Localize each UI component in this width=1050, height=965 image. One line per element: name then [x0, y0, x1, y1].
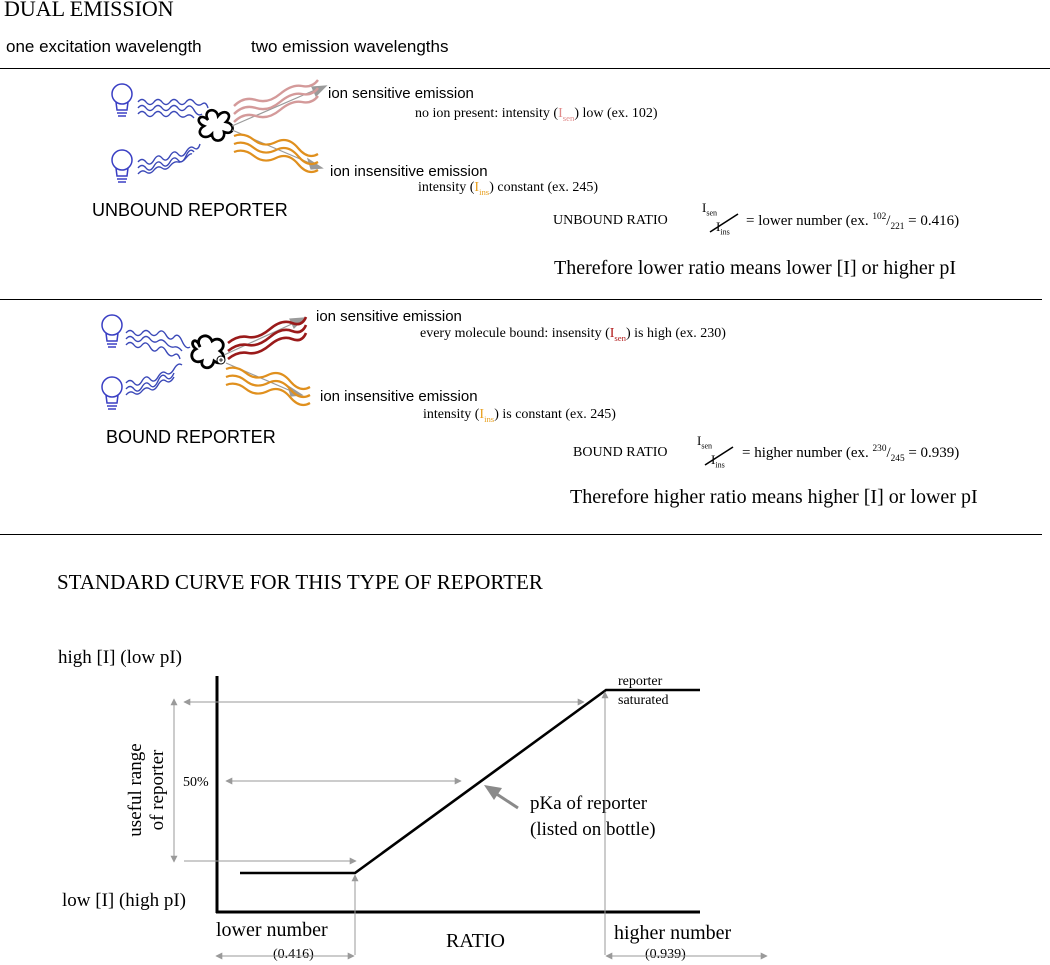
insensitive-emission-wave-icon — [225, 366, 311, 407]
divider-bottom — [0, 534, 1042, 535]
ratio-denominator: Iins — [716, 219, 730, 237]
useful-range-label: useful range of reporter — [125, 743, 168, 837]
divider-top — [0, 68, 1050, 69]
reporter-molecule-icon — [197, 108, 234, 142]
excitation-wave-icon — [125, 329, 191, 396]
bound-sensitive-label: ion sensitive emission — [316, 308, 462, 325]
emission-label: two emission wavelengths — [251, 37, 449, 56]
bound-caption: BOUND REPORTER — [106, 427, 276, 447]
x-high-value: (0.939) — [645, 947, 686, 962]
sensitive-emission-wave-icon — [227, 316, 308, 361]
y-axis-high-label: high [I] (low pI) — [58, 647, 182, 668]
unbound-insensitive-desc: intensity (Iins) constant (ex. 245) — [418, 180, 599, 197]
reporter-molecule-icon — [190, 334, 226, 370]
bound-sensitive-desc: every molecule bound: insensity (Isen) i… — [420, 326, 726, 343]
unbound-sensitive-desc: no ion present: intensity (Isen) low (ex… — [415, 106, 658, 123]
fifty-percent-label: 50% — [183, 775, 209, 790]
bound-ratio-fraction: Isen Iins — [697, 433, 737, 473]
lightbulb-icon — [111, 149, 133, 183]
standard-curve-line — [240, 688, 700, 875]
arrow-head-icon — [484, 785, 502, 800]
bound-conclusion: Therefore higher ratio means higher [I] … — [570, 486, 978, 508]
lightbulb-icon — [101, 376, 123, 410]
x-axis-label: RATIO — [446, 930, 505, 952]
bound-insensitive-desc: intensity (Iins) is constant (ex. 245) — [423, 407, 616, 424]
bound-insensitive-label: ion insensitive emission — [320, 388, 478, 405]
unbound-ratio-value: = lower number (ex. 102/221 = 0.416) — [746, 212, 960, 232]
unbound-caption: UNBOUND REPORTER — [92, 200, 288, 220]
saturated-label: reporter saturated — [618, 674, 669, 708]
divider-middle — [0, 299, 1042, 300]
x-high-label: higher number — [614, 922, 732, 944]
unbound-ratio-label: UNBOUND RATIO — [553, 213, 668, 228]
bound-ratio-label: BOUND RATIO — [573, 445, 668, 460]
unbound-insensitive-label: ion insensitive emission — [330, 163, 488, 180]
unbound-sensitive-label: ion sensitive emission — [328, 85, 474, 102]
ratio-numerator: Isen — [702, 200, 718, 218]
x-low-label: lower number — [216, 919, 328, 941]
unbound-conclusion: Therefore lower ratio means lower [I] or… — [554, 257, 957, 279]
pka-label: pKa of reporter (listed on bottle) — [530, 793, 656, 840]
curve-title: STANDARD CURVE FOR THIS TYPE OF REPORTER — [57, 570, 543, 594]
y-axis-low-label: low [I] (high pI) — [62, 890, 186, 911]
sensitive-emission-wave-icon — [233, 79, 319, 123]
lightbulb-icon — [111, 83, 133, 117]
ratio-denominator: Iins — [711, 452, 725, 470]
page-title: DUAL EMISSION — [4, 0, 174, 21]
x-low-value: (0.416) — [273, 947, 314, 962]
excitation-label: one excitation wavelength — [6, 37, 202, 56]
pka-arrow — [491, 789, 519, 810]
bound-illustration — [101, 314, 311, 410]
unbound-ratio-fraction: Isen Iins — [702, 200, 742, 240]
excitation-wave-icon — [137, 98, 209, 175]
bound-ratio-value: = higher number (ex. 230/245 = 0.939) — [742, 444, 960, 464]
ratio-numerator: Isen — [697, 433, 713, 451]
lightbulb-icon — [101, 314, 123, 348]
insensitive-emission-wave-icon — [233, 133, 319, 174]
unbound-illustration — [111, 79, 328, 183]
